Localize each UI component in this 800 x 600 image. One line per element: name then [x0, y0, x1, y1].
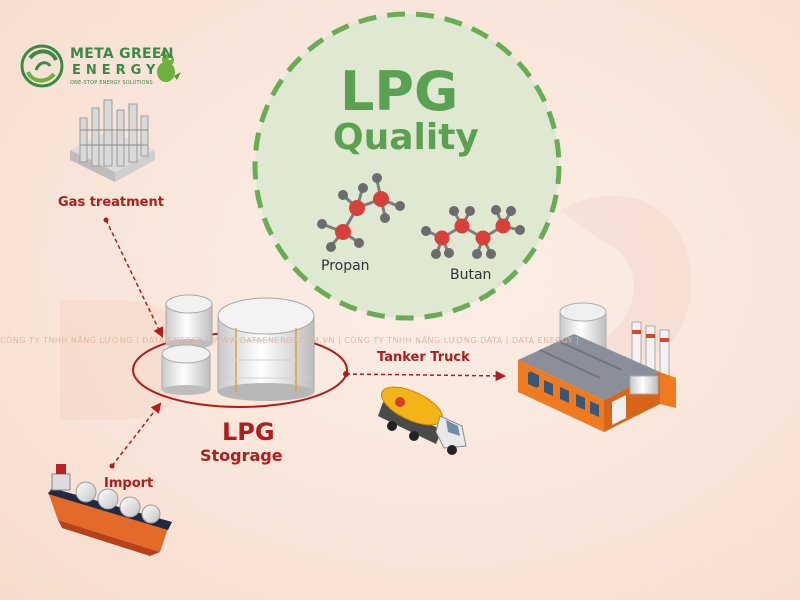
import-label: Import — [104, 476, 154, 491]
butane-label: Butan — [450, 267, 492, 283]
brand-subname: ENERGY — [72, 63, 161, 78]
quality-title: LPG — [340, 60, 459, 123]
propane-molecule-icon — [317, 173, 405, 252]
propane-label: Propan — [321, 258, 370, 274]
gas-treatment-plant-icon — [70, 99, 155, 182]
lpg-storage-tanks-icon — [132, 294, 348, 408]
arrow-storage-to-factory — [345, 370, 507, 382]
gas-treatment-label: Gas treatment — [58, 195, 164, 210]
arrow-import-to-storage — [111, 402, 162, 467]
quality-subtitle: Quality — [333, 117, 479, 158]
brand-tagline: ONE-STOP ENERGY SOLUTIONS — [70, 80, 153, 86]
watermark-text: CÔNG TY TNHH NĂNG LƯỢNG | DATA ENERGY | … — [0, 336, 580, 345]
storage-title: LPG — [222, 418, 275, 446]
flow-arrows — [103, 217, 507, 469]
brand-name: META GREEN — [70, 46, 174, 62]
butane-molecule-icon — [421, 205, 525, 259]
factory-icon — [518, 302, 676, 432]
lpg-tanker-ship-icon — [48, 464, 172, 556]
brand-logo-icon — [20, 44, 64, 88]
mascot-icon — [157, 50, 181, 82]
tanker-truck-icon — [378, 386, 467, 455]
arrow-gas-treatment-to-storage — [105, 219, 164, 338]
storage-subtitle: Stograge — [200, 446, 283, 465]
tanker-truck-label: Tanker Truck — [377, 350, 470, 365]
